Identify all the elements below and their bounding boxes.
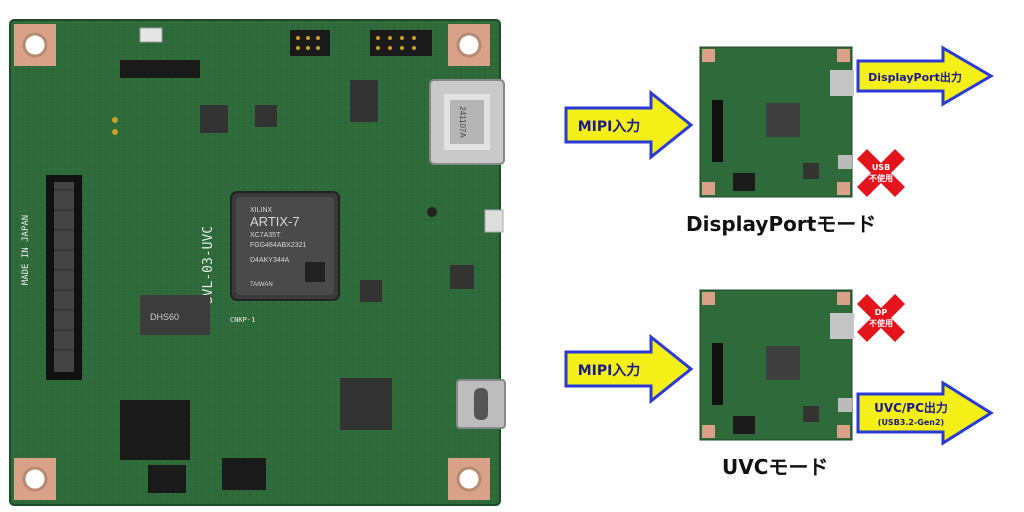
mounting-holes: [14, 24, 490, 500]
mode2-unused-line-1: DP: [875, 308, 888, 317]
port-label: 241107A: [458, 106, 467, 138]
mode2-output-arrow: UVC/PC出力 (USB3.2-Gen2): [856, 380, 994, 446]
mode1-unused-line-1: USB: [872, 163, 890, 172]
mode2-input-label: MIPI入力: [578, 362, 641, 379]
mode1-output-label: DisplayPort出力: [868, 70, 962, 84]
usb-controller-chip: [340, 378, 392, 430]
memory-chip: [140, 295, 210, 335]
mode2-caption: UVCモード: [722, 455, 829, 479]
fpga-line-3: FGG484ABX2321: [250, 242, 307, 249]
mode1-unused-line-2: 不使用: [869, 173, 893, 183]
mode2-board-photo: [699, 289, 854, 441]
mode1-input-arrow: MIPI入力: [564, 90, 694, 160]
fpga-line-1: ARTIX-7: [250, 214, 300, 229]
fpga-brand: XILINX: [250, 207, 273, 214]
memory-chip-label: DHS60: [150, 312, 179, 322]
fpga-line-4: D4AKY344A: [250, 257, 290, 264]
fpga-line-5: TAIWAN: [250, 282, 273, 288]
board-title: SVL-03-UVC: [201, 226, 216, 304]
mode1-board-photo: [699, 46, 854, 198]
mode2-output-label: UVC/PC出力: [874, 400, 948, 415]
mode2-output-sublabel: (USB3.2-Gen2): [878, 418, 944, 427]
mode1-caption: DisplayPortモード: [686, 212, 877, 236]
fpga-line-2: XC7A35T: [250, 232, 281, 239]
mode2-unused-line-2: 不使用: [869, 318, 893, 328]
mode2-unused-x-mark: DP 不使用: [857, 294, 905, 342]
mode1-input-label: MIPI入力: [578, 118, 641, 135]
mode2-input-arrow: MIPI入力: [564, 334, 694, 404]
mode1-unused-x-mark: USB 不使用: [857, 149, 905, 197]
made-in-japan-text: MADE IN JAPAN: [21, 215, 31, 285]
qr-code: [305, 262, 325, 282]
silk-marking: CNKP-1: [230, 316, 255, 324]
displayport-connector: [429, 79, 505, 165]
main-pcb-photo: MADE IN JAPAN XILINX ARTIX-7 XC7A35T FGG…: [9, 19, 506, 506]
mode1-output-arrow: DisplayPort出力: [856, 45, 994, 107]
